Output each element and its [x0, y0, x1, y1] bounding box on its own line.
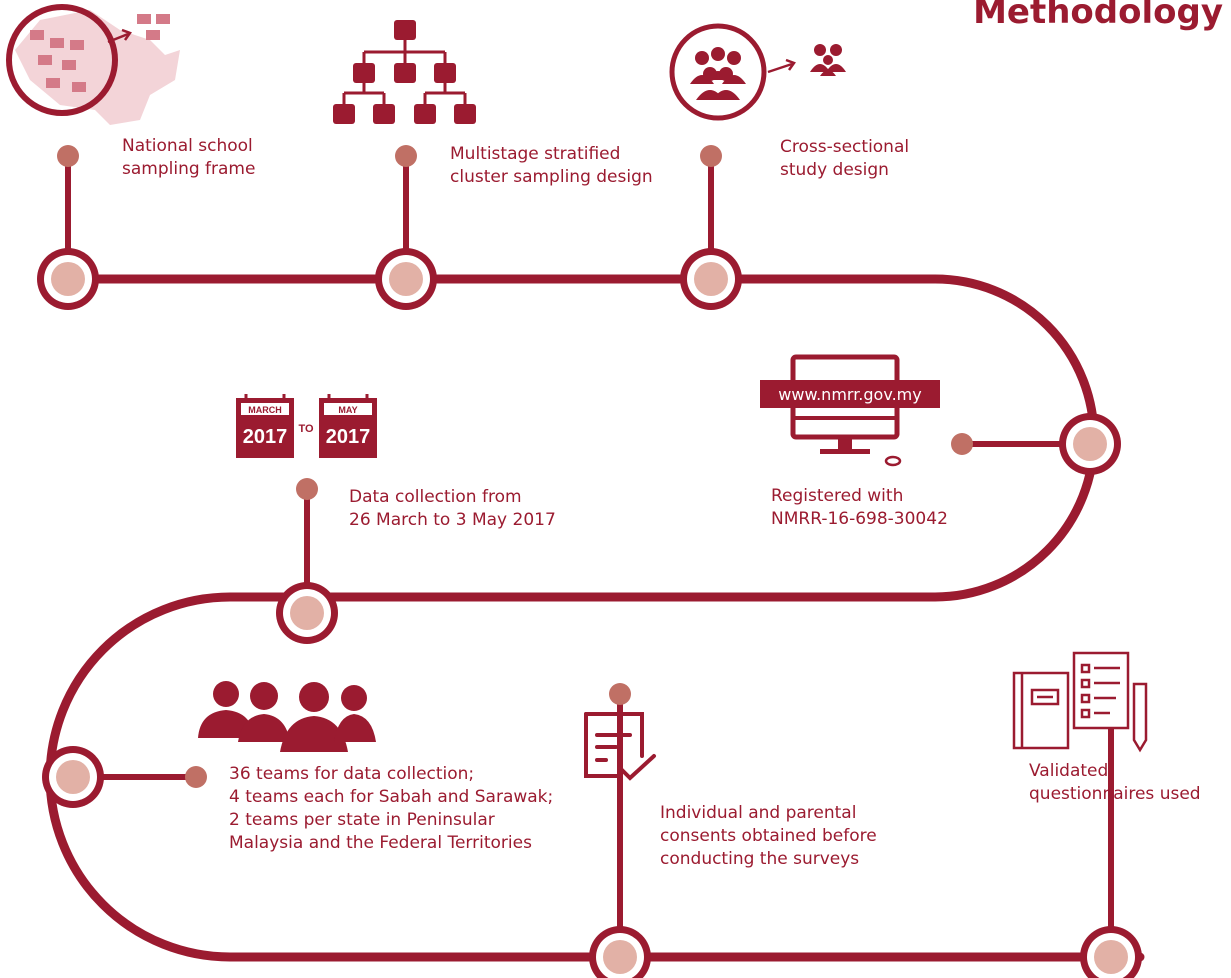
- timeline-node-8: [1080, 926, 1142, 978]
- step-dot-4: [951, 433, 973, 455]
- timeline-node-7: [589, 926, 651, 978]
- consent-document-icon: [584, 712, 656, 781]
- timeline-node-6: [42, 746, 104, 808]
- team-people-icon: [198, 681, 376, 752]
- website-url: www.nmrr.gov.my: [778, 385, 921, 404]
- hierarchy-icon: [333, 20, 476, 124]
- calendar-icon: MARCH 2017 TO MAY 2017: [236, 394, 377, 458]
- step-dot-1: [57, 145, 79, 167]
- calendar-start: MARCH 2017: [236, 394, 294, 458]
- calendar-end: MAY 2017: [319, 394, 377, 458]
- calendar-end-month: MAY: [338, 405, 357, 415]
- timeline-node-2: [375, 248, 437, 310]
- step-dot-3: [700, 145, 722, 167]
- computer-icon: www.nmrr.gov.my: [760, 354, 940, 467]
- calendar-start-month: MARCH: [248, 405, 282, 415]
- step-dot-5: [296, 478, 318, 500]
- step-dot-2: [395, 145, 417, 167]
- timeline-node-4: [1059, 413, 1121, 475]
- timeline-node-3: [680, 248, 742, 310]
- questionnaire-icon: [1012, 651, 1148, 753]
- timeline-nodes: [37, 248, 1142, 978]
- step-dot-7: [609, 683, 631, 705]
- step-dot-6: [185, 766, 207, 788]
- calendar-connector: TO: [298, 423, 314, 435]
- map-school-icon: [6, 4, 180, 125]
- page-title: Methodology: [973, 0, 1223, 32]
- crowd-group-icon: [669, 23, 846, 121]
- calendar-end-year: 2017: [326, 426, 371, 448]
- timeline-track: [45, 274, 1145, 962]
- calendar-start-year: 2017: [243, 426, 288, 448]
- timeline-node-1: [37, 248, 99, 310]
- timeline-node-5: [276, 582, 338, 644]
- step-label-6: 36 teams for data collection;4 teams eac…: [229, 764, 554, 853]
